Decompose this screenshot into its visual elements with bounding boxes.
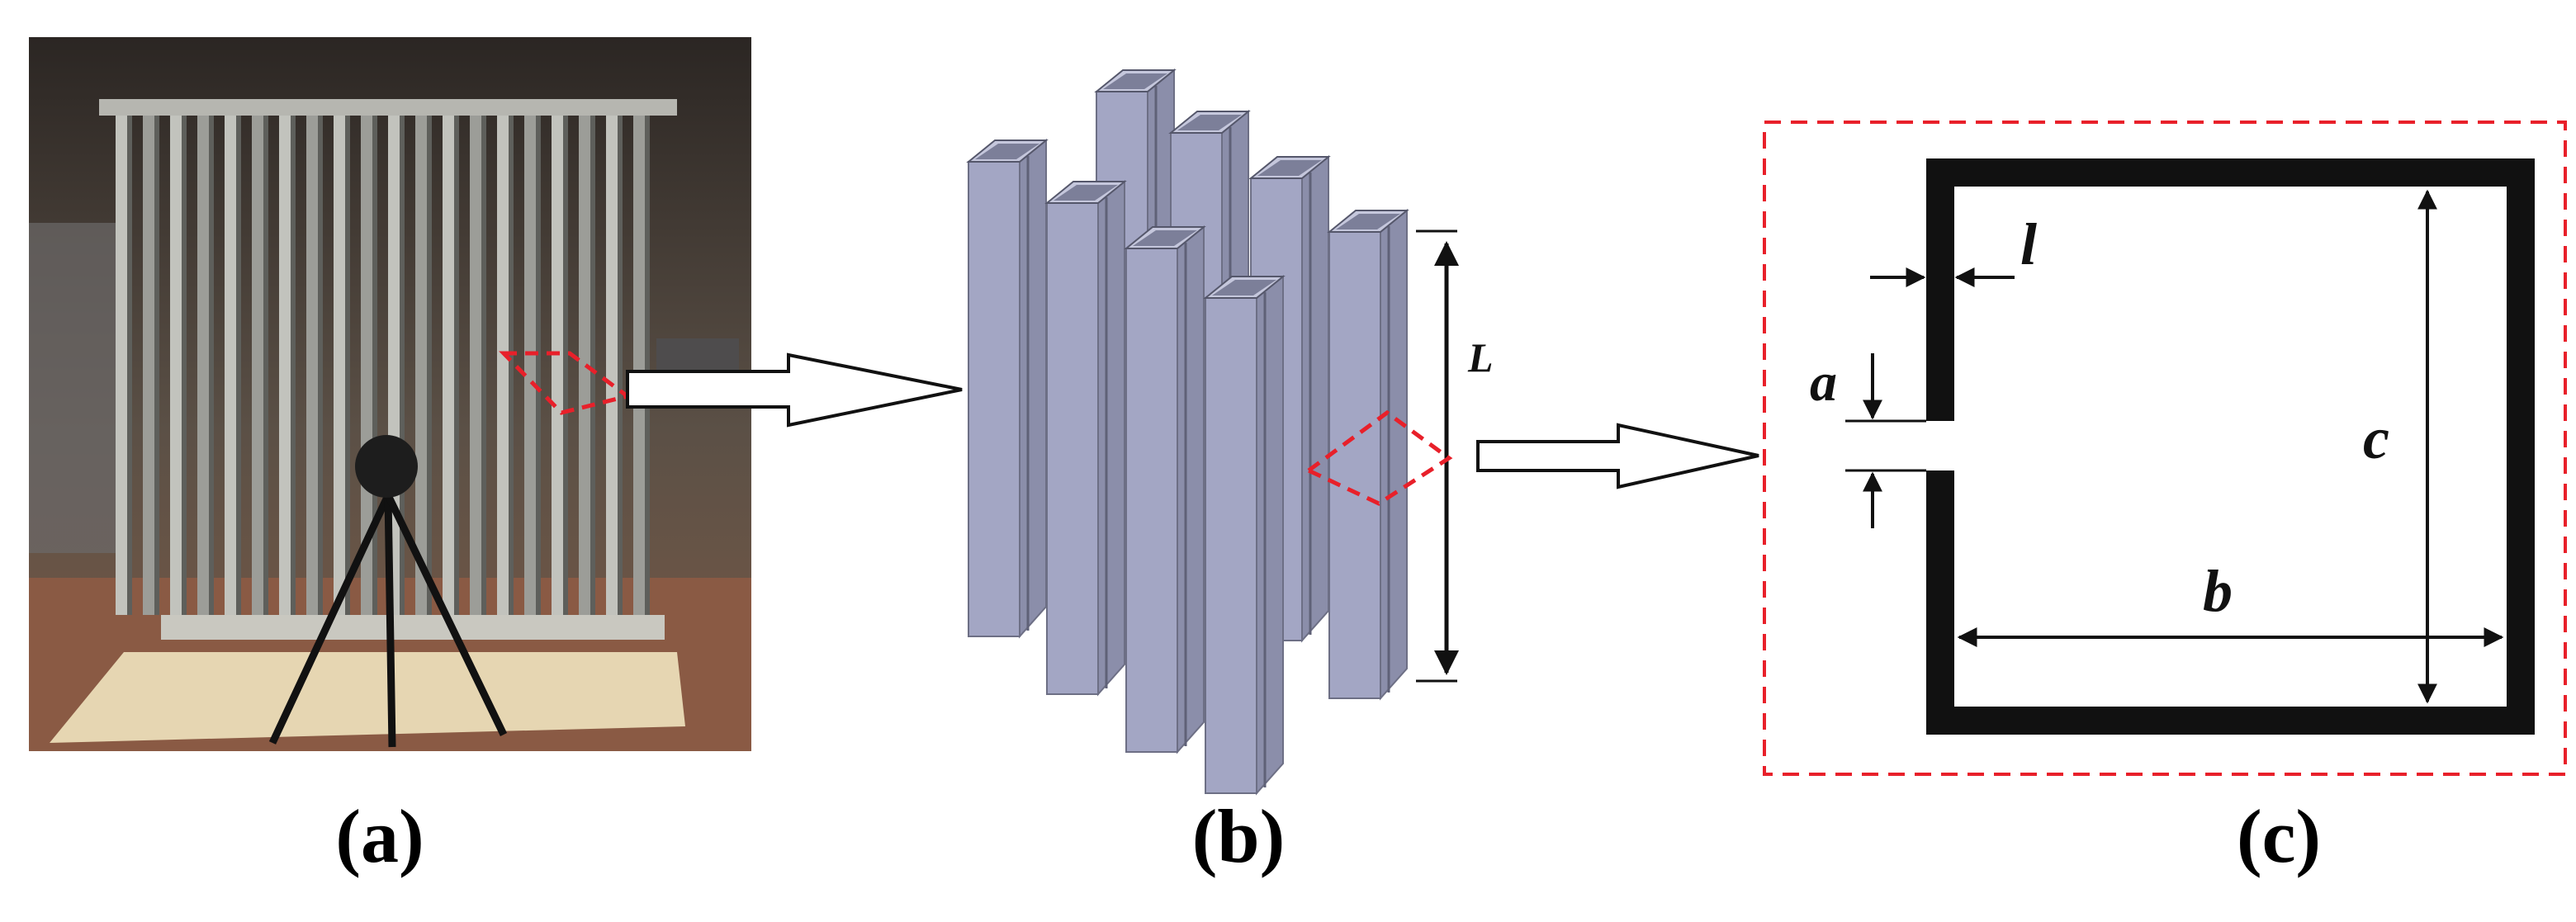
tube-opening [1177, 115, 1242, 130]
photo-floor-panel [50, 652, 685, 743]
tube-front-face [1046, 202, 1099, 695]
panel-b-label: (b) [1191, 794, 1286, 878]
tube-front-face [1125, 248, 1178, 753]
section-wall [1926, 158, 2535, 735]
photo-tube [306, 116, 321, 615]
photo-tube [225, 116, 239, 615]
dimension-L-label: L [1467, 334, 1494, 381]
photo-tube-shadow [427, 116, 432, 615]
photo-tube-shadow [263, 116, 268, 615]
tube [966, 138, 1049, 639]
tube-opening [1336, 214, 1400, 229]
photo-array-frame-top [99, 99, 677, 116]
photo-tube [116, 116, 130, 615]
photo-tube [470, 116, 485, 615]
photo-array-tubes [116, 116, 650, 615]
tube-side-face [1256, 274, 1284, 796]
tube-highlight-region [1305, 409, 1453, 506]
dimension-c-label: c [2363, 405, 2389, 471]
photo-tube-shadow [400, 116, 405, 615]
dimension-b-label: b [2203, 558, 2233, 624]
panel-c-section: l a c b [1763, 121, 2567, 776]
photo-tube-shadow [372, 116, 377, 615]
photo-tube-shadow [345, 116, 350, 615]
tube-side-face [1097, 179, 1125, 697]
photo-tube [143, 116, 158, 615]
arrow-a-to-b [626, 352, 963, 428]
tube-front-face [968, 161, 1020, 637]
tube [1327, 208, 1409, 701]
photo-tube-shadow [481, 116, 486, 615]
tube [1044, 179, 1127, 697]
tube [1124, 225, 1206, 754]
tube-opening [1257, 160, 1322, 176]
tube-opening [1103, 73, 1167, 89]
dimension-a-label: a [1810, 352, 1837, 413]
photo-tube [443, 116, 457, 615]
photo-tube-shadow [182, 116, 187, 615]
dimension-l-label: l [2020, 211, 2037, 277]
photo-tube-shadow [645, 116, 650, 615]
photo-tripod [268, 494, 508, 748]
photo-tube [334, 116, 348, 615]
photo-tube [524, 116, 539, 615]
photo-tube [633, 116, 648, 615]
photo-tube-shadow [154, 116, 159, 615]
photo-tube-shadow [236, 116, 241, 615]
tube-side-face [1019, 138, 1047, 639]
photo-tube-shadow [590, 116, 595, 615]
tube-opening [1212, 280, 1276, 296]
photo-tube [197, 116, 212, 615]
photo-tube-shadow [318, 116, 323, 615]
photo-tube [606, 116, 621, 615]
photo-tube-shadow [454, 116, 459, 615]
photo-tube [497, 116, 512, 615]
tube-opening [1054, 185, 1118, 201]
panel-b-array [966, 68, 1409, 796]
tube [1203, 274, 1286, 796]
tube-front-face [1328, 231, 1381, 699]
photo-tube [552, 116, 566, 615]
photo-tube [279, 116, 294, 615]
photo-tube [252, 116, 267, 615]
photo-tube [415, 116, 430, 615]
photo-tube-shadow [618, 116, 623, 615]
photo-tube-shadow [563, 116, 568, 615]
panel-a-label: (a) [335, 794, 424, 878]
photo-tube-shadow [209, 116, 214, 615]
photo-tube-shadow [509, 116, 514, 615]
tube-front-face [1205, 297, 1257, 794]
tube-opening [975, 144, 1039, 159]
tube-side-face [1177, 225, 1205, 754]
tube-opening [1133, 230, 1197, 246]
section-dashed-frame [1763, 121, 2567, 776]
photo-tube-shadow [291, 116, 296, 615]
photo-tube [170, 116, 185, 615]
panel-c-label: (c) [2236, 794, 2322, 878]
dimension-a [1845, 353, 1926, 528]
photo-tube-shadow [127, 116, 132, 615]
photo-array-base [161, 615, 665, 640]
arrow-b-to-c [1476, 423, 1759, 489]
photo-microphone [355, 435, 418, 498]
tube-side-face [1301, 154, 1329, 643]
photo-tube-shadow [536, 116, 541, 615]
photo-railing [29, 223, 128, 553]
tube-side-face [1380, 208, 1408, 701]
